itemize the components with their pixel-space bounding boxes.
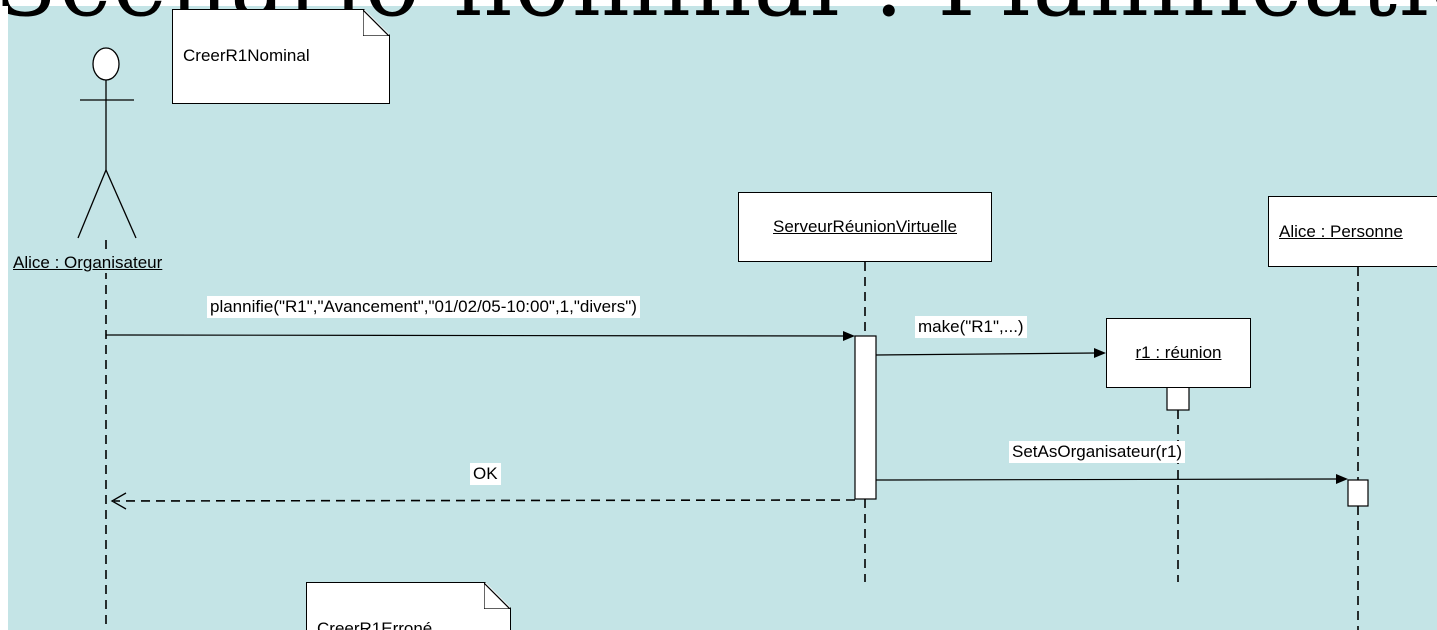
- participant-meeting: r1 : réunion: [1106, 318, 1251, 388]
- left-margin: [0, 6, 8, 630]
- note-fold-icon: [363, 10, 389, 36]
- note-errone-text: CreerR1Erroné: [317, 619, 433, 630]
- ok-return-line: [113, 499, 856, 502]
- participant-person-label: Alice : Personne: [1279, 221, 1403, 241]
- meeting-activation: [1166, 386, 1190, 411]
- setorganisateur-arrow-line: [875, 478, 1339, 481]
- message-make-label: make("R1",...): [915, 316, 1027, 338]
- actor-label: Alice : Organisateur: [13, 253, 163, 273]
- actor-right-leg: [105, 169, 137, 239]
- person-activation: [1347, 479, 1369, 507]
- server-activation: [854, 335, 877, 500]
- setorganisateur-arrowhead: [1336, 474, 1348, 484]
- participant-person: Alice : Personne: [1268, 196, 1437, 267]
- note-nominal: CreerR1Nominal: [172, 9, 390, 104]
- message-plannifie-label: plannifie("R1","Avancement","01/02/05-10…: [207, 296, 640, 318]
- participant-meeting-label: r1 : réunion: [1135, 343, 1222, 362]
- actor-figure: [77, 47, 137, 239]
- ok-return-arrowhead: [110, 492, 127, 510]
- make-arrowhead: [1094, 348, 1106, 358]
- participant-server: ServeurRéunionVirtuelle: [738, 192, 992, 262]
- actor-left-leg: [77, 169, 107, 239]
- participant-server-label: ServeurRéunionVirtuelle: [773, 217, 957, 236]
- plannifie-arrowhead: [843, 331, 855, 341]
- note-errone: CreerR1Erroné: [306, 582, 511, 630]
- plannifie-arrow-line: [105, 334, 846, 337]
- message-ok-label: OK: [470, 463, 501, 485]
- note-fold-icon: [484, 583, 510, 609]
- message-setorganisateur-label: SetAsOrganisateur(r1): [1009, 441, 1186, 463]
- actor-head: [92, 47, 120, 81]
- note-nominal-text: CreerR1Nominal: [183, 46, 310, 65]
- make-arrow-line: [875, 352, 1097, 356]
